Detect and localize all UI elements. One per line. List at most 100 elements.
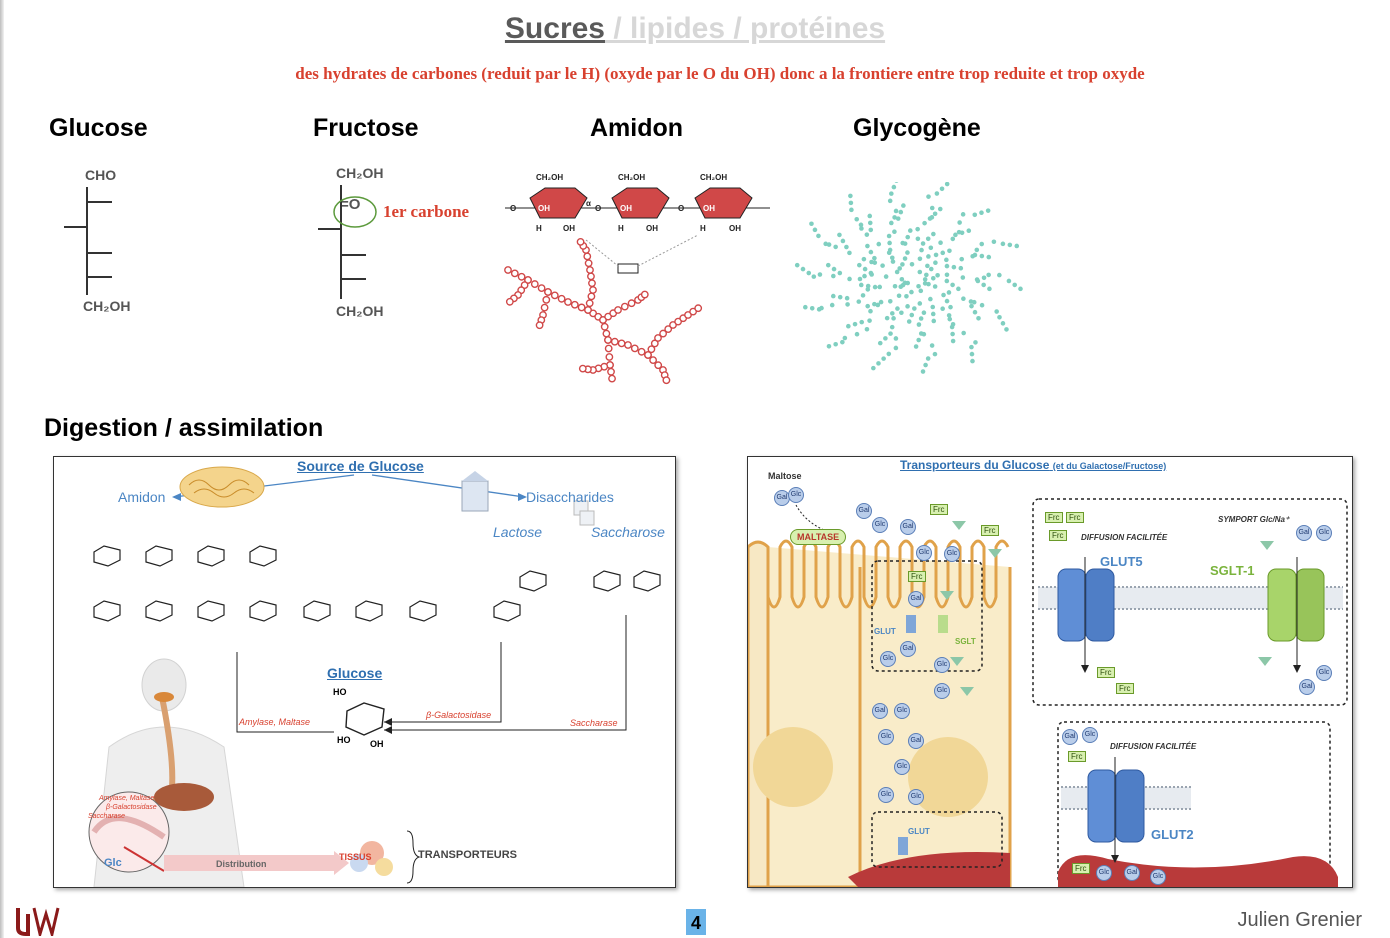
glucose-top-group: CHO — [85, 167, 117, 183]
glycogen-glucose-unit — [985, 208, 991, 213]
starch-glucose-unit — [510, 269, 519, 278]
glycogen-glucose-unit — [956, 286, 961, 292]
glycogen-glucose-unit — [987, 286, 992, 292]
starch-glucose-unit — [600, 322, 609, 331]
fructose-bottom-group: CH₂OH — [336, 303, 384, 319]
starch-glucose-unit — [610, 337, 619, 346]
glycogen-glucose-unit — [940, 306, 945, 311]
slide-title: Sucres / lipides / protéines — [0, 12, 1390, 46]
glycogen-glucose-unit — [884, 315, 890, 321]
starch-glucose-unit — [530, 280, 539, 288]
frc-molecule: Frc — [1097, 667, 1115, 678]
amidon-ch2oh-3: CH₂OH — [700, 173, 727, 182]
glycogen-glucose-unit — [940, 250, 946, 256]
sodium-marker — [1260, 541, 1274, 550]
amidon-oh-1: OH — [538, 204, 550, 213]
glc-molecule: Glc — [908, 789, 924, 805]
amidon-o-1: O — [595, 204, 601, 213]
amidon-ch2oh-1: CH₂OH — [536, 173, 563, 182]
glycogen-glucose-unit — [902, 280, 908, 286]
frc-molecule: Frc — [1045, 512, 1063, 523]
glycogen-glucose-unit — [921, 331, 927, 337]
glycogen-glucose-unit — [889, 220, 894, 226]
glycogen-glucose-unit — [909, 262, 915, 267]
glycogen-glucose-unit — [894, 269, 900, 275]
frc-molecule: Frc — [1068, 751, 1086, 762]
glycogen-glucose-unit — [929, 205, 935, 211]
glycogen-glucose-unit — [1018, 286, 1023, 292]
glycogen-glucose-unit — [944, 263, 950, 269]
university-logo — [16, 907, 60, 936]
starch-glucose-unit — [537, 284, 546, 293]
glycogen-glucose-unit — [830, 293, 836, 299]
glycogen-glucose-unit — [883, 336, 888, 341]
glycogen-glucose-unit — [981, 275, 987, 281]
glycogen-glucose-unit — [929, 215, 935, 220]
sodium-marker — [1258, 657, 1272, 666]
starch-glucose-unit — [578, 364, 587, 373]
glycogen-glucose-unit — [919, 247, 924, 253]
sglt-small-label: SGLT — [955, 637, 976, 646]
sodium-marker — [950, 657, 964, 666]
glycogen-glucose-unit — [867, 318, 872, 323]
glc-molecule: Glc — [894, 759, 910, 775]
glycogen-glucose-unit — [881, 356, 886, 361]
starch-glucose-unit — [614, 306, 622, 314]
glycogen-glucose-unit — [816, 307, 822, 312]
starch-glucose-unit — [605, 353, 614, 361]
glycogen-glucose-unit — [800, 266, 806, 272]
glycogen-glucose-unit — [878, 299, 884, 305]
gal-molecule: Gal — [1299, 679, 1315, 695]
frc-molecule: Frc — [981, 525, 999, 536]
amylose-glucose-ring — [409, 600, 437, 622]
glc-molecule: Glc — [894, 703, 910, 719]
amidon-oh-4: OH — [563, 224, 575, 233]
glycogen-glucose-unit — [924, 272, 929, 278]
glycogen-glucose-unit — [868, 308, 873, 314]
glycogen-glucose-unit — [969, 344, 974, 350]
amidon-oh-5: OH — [646, 224, 658, 233]
glycogen-glucose-unit — [812, 227, 818, 233]
glycogen-glucose-unit — [887, 240, 892, 246]
sodium-marker — [988, 549, 1002, 558]
starch-glucose-unit — [589, 286, 597, 294]
starch-glucose-unit — [544, 288, 552, 296]
glycogen-glucose-unit — [931, 231, 936, 237]
glut5-label: GLUT5 — [1100, 554, 1143, 569]
amidon-branch-diagram — [504, 234, 703, 385]
glycogen-glucose-unit — [854, 216, 860, 222]
starch-glucose-unit — [504, 266, 512, 274]
glycogen-glucose-unit — [906, 319, 912, 324]
glc-molecule: Glc — [1150, 869, 1166, 885]
glycogen-glucose-unit — [823, 241, 828, 247]
transporters-title-small: (et du Galactose/Fructose) — [1052, 461, 1167, 471]
glycogen-glucose-unit — [890, 259, 896, 264]
body-enzymes-2: β-Galactosidase — [106, 804, 157, 811]
glycogen-glucose-unit — [844, 244, 849, 250]
disaccharides-label: Disaccharides — [526, 489, 614, 505]
frc-molecule: Frc — [908, 571, 926, 582]
glycogen-glucose-unit — [898, 209, 904, 215]
glycogen-glucose-unit — [916, 337, 921, 343]
glycogen-glucose-unit — [969, 303, 974, 309]
glycogen-glucose-unit — [875, 302, 881, 308]
disaccharide-glucose-ring — [633, 570, 661, 592]
starch-glucose-unit — [602, 329, 611, 338]
glycogen-glucose-unit — [899, 310, 904, 316]
glycogen-glucose-unit — [837, 294, 843, 300]
glycogen-glucose-unit — [887, 298, 893, 304]
glycogen-glucose-unit — [892, 215, 897, 220]
title-highlighted: Sucres — [504, 12, 605, 45]
starch-glucose-unit — [587, 292, 596, 301]
tissus-label: TISSUS — [339, 852, 372, 862]
glycogen-glucose-unit — [928, 266, 934, 272]
glycogen-glucose-unit — [865, 283, 871, 289]
lactose-label: Lactose — [493, 524, 543, 540]
glycogen-glucose-unit — [979, 302, 985, 308]
glycogen-glucose-unit — [794, 262, 800, 268]
glycogen-glucose-unit — [891, 184, 897, 190]
glycogen-glucose-unit — [960, 212, 966, 217]
glycogen-glucose-unit — [994, 309, 999, 314]
glycogen-glucose-unit — [917, 301, 923, 306]
glycogen-glucose-unit — [938, 240, 943, 246]
